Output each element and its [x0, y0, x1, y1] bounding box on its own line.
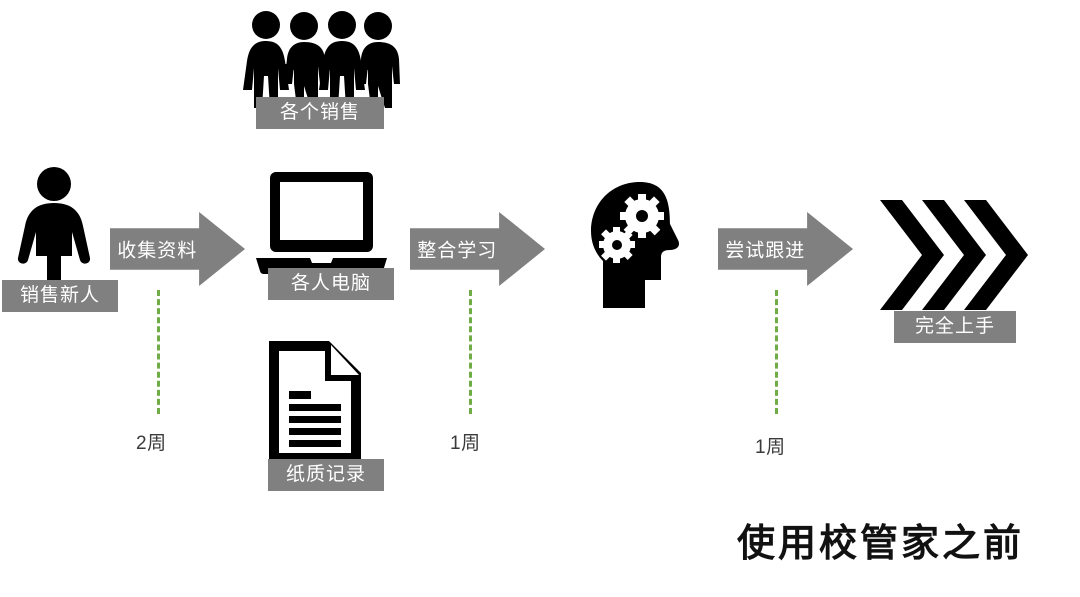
- arrow-integrate-learn: 整合学习: [410, 212, 545, 286]
- duration-label-2: 1周: [450, 433, 481, 454]
- timeline-dashed-line-1: [157, 290, 160, 414]
- arrow-try-followup-label: 尝试跟进: [725, 240, 806, 262]
- group-of-people-icon: [240, 8, 400, 113]
- new-hire-label: 销售新人: [2, 280, 118, 312]
- personal-computer-label: 各人电脑: [268, 268, 394, 300]
- head-with-gears-icon: [585, 180, 695, 308]
- arrow-integrate-learn-label: 整合学习: [417, 240, 498, 262]
- laptop-icon: [254, 172, 389, 274]
- document-icon: [265, 341, 365, 463]
- page-title: 使用校管家之前: [737, 523, 1025, 565]
- arrow-collect-materials-label: 收集资料: [117, 240, 198, 262]
- duration-label-1: 2周: [136, 433, 167, 454]
- arrow-collect-materials: 收集资料: [110, 212, 245, 286]
- duration-label-3: 1周: [755, 437, 786, 458]
- sales-team-label: 各个销售: [256, 97, 384, 129]
- arrow-try-followup: 尝试跟进: [718, 212, 853, 286]
- triple-chevron-icon: [880, 200, 1030, 310]
- fully-proficient-label: 完全上手: [894, 311, 1016, 343]
- person-icon: [14, 166, 94, 288]
- paper-records-label: 纸质记录: [268, 459, 384, 491]
- timeline-dashed-line-3: [775, 290, 778, 414]
- timeline-dashed-line-2: [469, 290, 472, 414]
